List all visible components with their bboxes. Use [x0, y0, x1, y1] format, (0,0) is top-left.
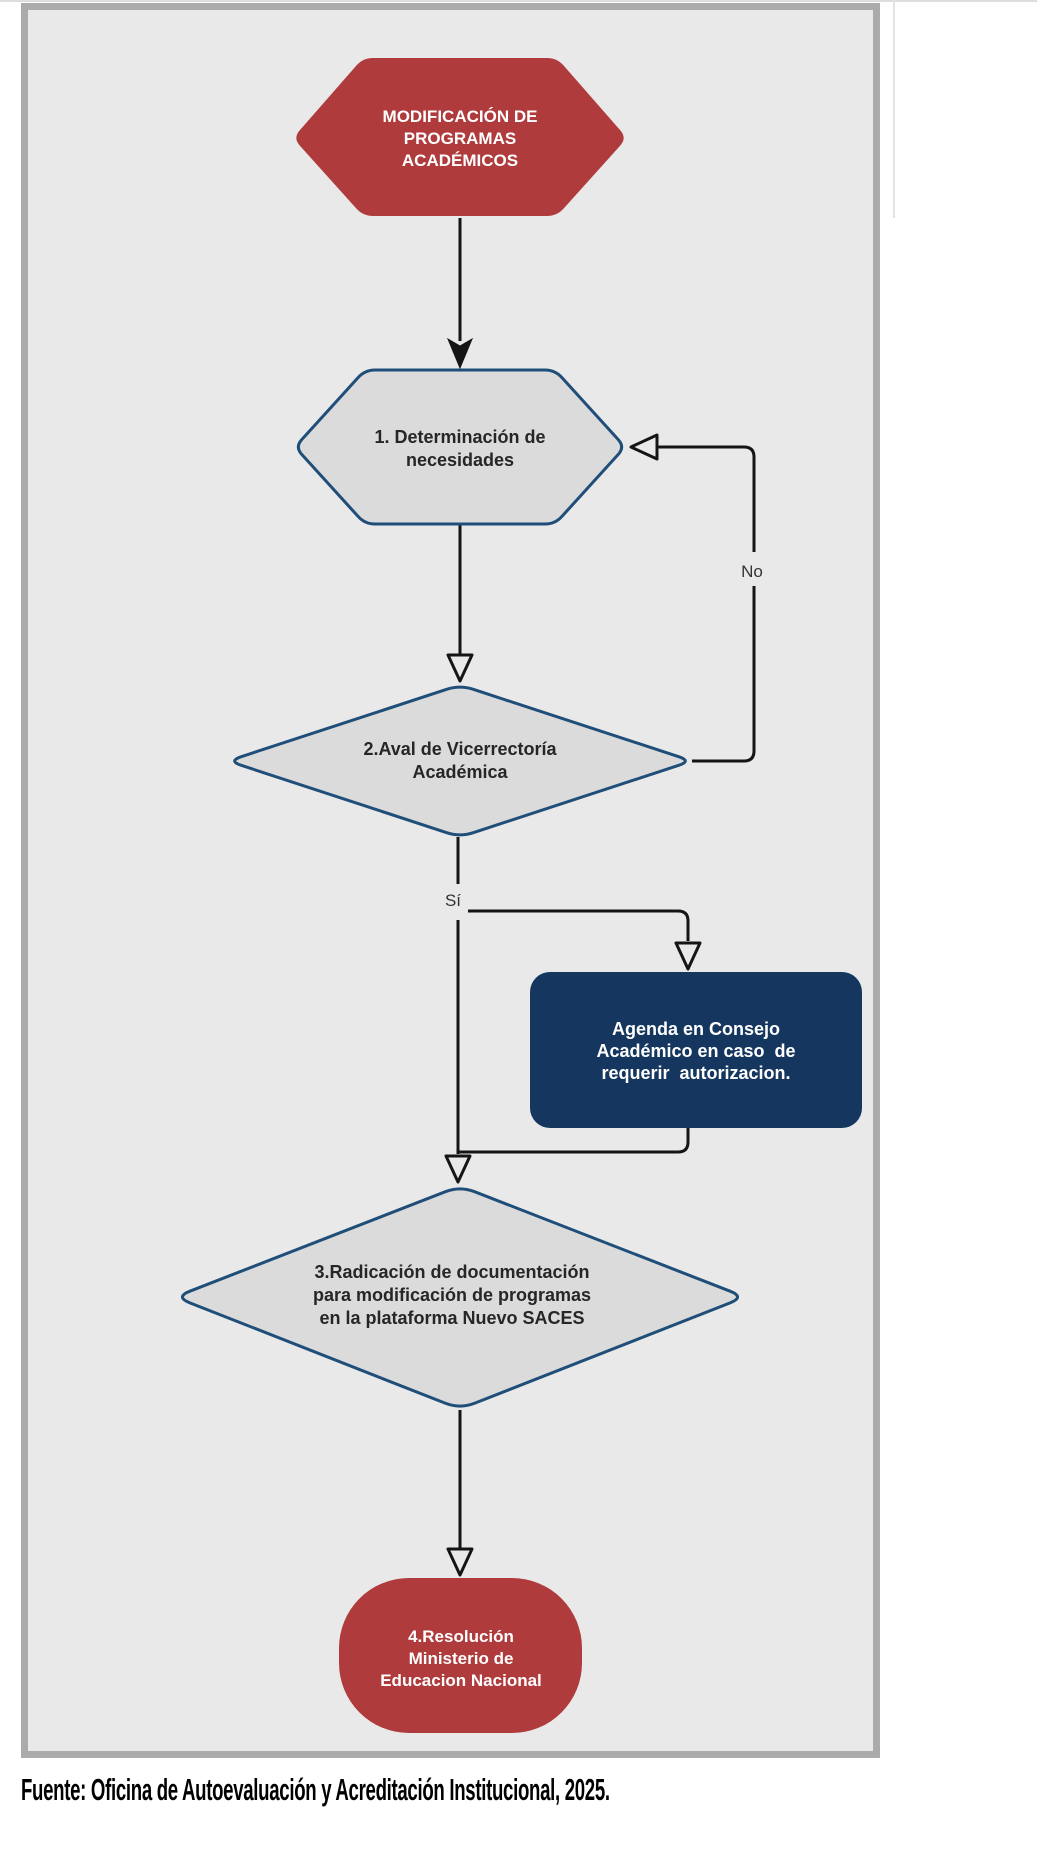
connector-start-to-step1 [446, 218, 474, 370]
start-label-line3: ACADÉMICOS [402, 151, 518, 170]
step4-label-line1: 4.Resolución [408, 1627, 514, 1646]
step2-diamond-shape [233, 685, 687, 837]
step3-diamond-shape [181, 1187, 739, 1408]
node-step2: 2.Aval de Vicerrectoría Académica [233, 685, 687, 837]
top-edge-artifact [0, 0, 1037, 2]
note-label-line2: Académico en caso de [596, 1041, 795, 1061]
note-label-line3: requerir autorizacion. [601, 1063, 790, 1083]
source-caption: Fuente: Oficina de Autoevaluación y Acre… [21, 1772, 610, 1807]
open-arrowhead-icon [446, 1547, 474, 1577]
connector-note-return [458, 1128, 690, 1154]
start-label-line2: PROGRAMAS [404, 129, 516, 148]
node-note: Agenda en Consejo Académico en caso de r… [530, 972, 862, 1128]
open-arrowhead-icon [629, 433, 659, 461]
connector-step1-to-step2 [446, 524, 474, 683]
step1-label-line2: necesidades [406, 450, 514, 470]
open-arrowhead-icon [446, 653, 474, 683]
start-label-line1: MODIFICACIÓN DE [383, 107, 538, 126]
open-arrowhead-icon [674, 941, 702, 971]
connector-line [458, 1128, 690, 1154]
filled-arrowhead-icon [446, 337, 474, 370]
step3-label-line1: 3.Radicación de documentación [314, 1262, 589, 1282]
right-edge-artifact [893, 0, 895, 218]
no-label: No [741, 562, 763, 581]
connector-line [468, 909, 690, 941]
step1-hexagon-shape [296, 368, 624, 526]
diagram-frame [21, 3, 880, 1758]
node-step1: 1. Determinación de necesidades [296, 368, 624, 526]
connector-line [658, 445, 756, 763]
node-step3: 3.Radicación de documentación para modif… [181, 1187, 739, 1408]
step2-label-line1: 2.Aval de Vicerrectoría [363, 739, 557, 759]
connector-no-loop: No [629, 433, 763, 763]
start-hexagon-shape [296, 58, 624, 216]
connector-step3-to-step4 [446, 1410, 474, 1577]
note-label-line1: Agenda en Consejo [612, 1019, 780, 1039]
node-step4: 4.Resolución Ministerio de Educacion Nac… [339, 1578, 582, 1733]
step4-label-line3: Educacion Nacional [380, 1671, 542, 1690]
step2-label-line2: Académica [412, 762, 508, 782]
open-arrowhead-icon [444, 1154, 472, 1184]
connector-si-path: Sí [444, 837, 472, 1184]
note-box-shape [530, 972, 862, 1128]
connector-si-to-note [468, 909, 702, 971]
step4-label-line2: Ministerio de [409, 1649, 514, 1668]
step4-stadium-shape [339, 1578, 582, 1733]
step1-label-line1: 1. Determinación de [374, 427, 545, 447]
node-start: MODIFICACIÓN DE PROGRAMAS ACADÉMICOS [296, 58, 624, 216]
step3-label-line2: para modificación de programas [313, 1285, 591, 1305]
si-label: Sí [445, 891, 461, 910]
step3-label-line3: en la plataforma Nuevo SACES [319, 1308, 584, 1328]
